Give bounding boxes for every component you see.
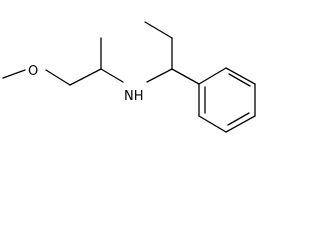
bond-nh-ch [146, 68, 173, 83]
bond-o-ch2 [45, 69, 71, 86]
nitrogen-label: NH [124, 89, 144, 104]
ring-bond-2 [225, 67, 256, 85]
bond-ch2-ch [69, 68, 102, 86]
ring-bond-5 [198, 115, 227, 133]
bond-ch-phenyl [171, 68, 200, 85]
bond-ch-nh [100, 68, 124, 83]
oxygen-label: O [28, 64, 38, 79]
ring-double-bond-2 [227, 112, 250, 126]
bond-ethyl-methyl [144, 21, 173, 39]
ring-double-bond-1 [228, 73, 251, 87]
ring-bond-1 [198, 67, 227, 85]
ring-bond-4 [225, 115, 256, 133]
structure-diagram: O NH [2, 21, 256, 133]
bond-methyl-o [2, 69, 26, 79]
